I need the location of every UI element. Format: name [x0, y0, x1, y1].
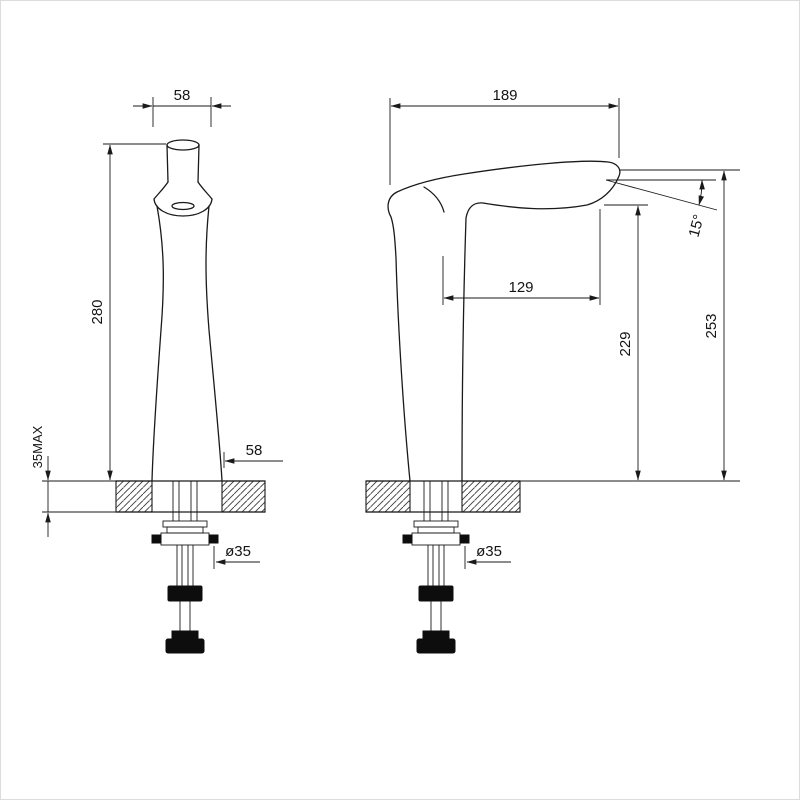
front-body-left-edge: [151, 205, 164, 482]
front-dim-thread-diameter: ø35: [213, 543, 260, 569]
front-mounting-hardware: [151, 481, 219, 654]
front-dim-top-width: 58: [133, 87, 231, 127]
front-counter-hatch-right: [221, 480, 266, 513]
side-counter-hatch-left: [365, 480, 411, 513]
side-mounting-hardware: [402, 481, 470, 654]
front-mounting-nut: [160, 532, 210, 546]
front-hose-end-fitting: [165, 638, 205, 654]
side-faucet-body: [387, 160, 621, 482]
side-counter-hatch-right: [461, 480, 521, 513]
side-dim-outlet-offset-label: 129: [508, 279, 533, 296]
side-hose-connector: [418, 585, 454, 602]
side-dim-outlet-height-label: 229: [617, 331, 634, 356]
side-hose-end-fitting: [416, 638, 456, 654]
side-dim-spout-reach-label: 189: [492, 87, 517, 104]
side-dim-overall-height: 253: [520, 169, 740, 482]
front-nut-screw-right: [208, 534, 219, 544]
side-dim-spout-angle: 15°: [605, 179, 718, 239]
side-body-outline: [387, 160, 621, 482]
front-dim-height-label: 280: [89, 299, 106, 324]
front-washer: [162, 520, 208, 528]
front-aerator-cone: [153, 181, 169, 200]
side-lever-split-line: [423, 186, 445, 213]
side-view: 189 15° 129 229 253: [365, 87, 740, 654]
side-dim-spout-angle-label: 15°: [686, 213, 708, 239]
front-dim-base-width-label: 58: [246, 442, 263, 459]
side-mounting-nut: [411, 532, 461, 546]
side-nut-screw-right: [459, 534, 470, 544]
side-nut-screw-left: [402, 534, 413, 544]
front-body-right-edge: [205, 205, 223, 482]
front-dim-deck-thickness: 35MAX: [30, 425, 116, 537]
front-dim-base-width: 58: [223, 442, 283, 468]
front-dim-deck-thickness-label: 35MAX: [30, 425, 45, 468]
side-counter: [365, 480, 521, 513]
front-faucet-body: [151, 139, 223, 482]
front-outlet: [171, 201, 195, 211]
front-dim-thread-diameter-label: ø35: [225, 543, 251, 560]
front-dim-height: 280: [89, 143, 166, 481]
front-hose-fitting-neck: [171, 630, 199, 640]
front-counter: [115, 480, 266, 513]
side-dim-thread-diameter-label: ø35: [476, 543, 502, 560]
front-view: 58 280 35MAX 58 ø35: [30, 87, 283, 654]
side-dim-outlet-height: 229: [604, 204, 648, 481]
front-nut-screw-left: [151, 534, 162, 544]
side-dim-outlet-offset: 129: [442, 209, 601, 305]
side-dim-overall-height-label: 253: [703, 313, 720, 338]
front-hose-connector: [167, 585, 203, 602]
side-dim-spout-reach: 189: [389, 87, 620, 185]
side-hose-fitting-neck: [422, 630, 450, 640]
front-handle-top: [166, 139, 200, 151]
side-dim-thread-diameter: ø35: [464, 543, 511, 569]
front-dim-top-width-label: 58: [174, 87, 191, 104]
side-washer: [413, 520, 459, 528]
front-counter-hatch-left: [115, 480, 153, 513]
